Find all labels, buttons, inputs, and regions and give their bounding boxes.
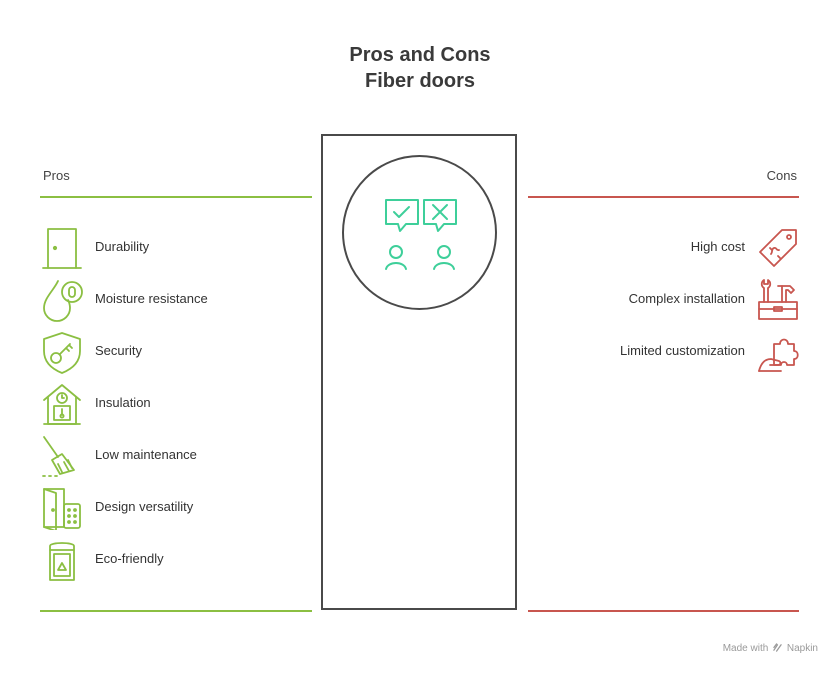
broom-icon (42, 436, 75, 477)
cons-heading: Cons (766, 168, 797, 183)
pros-heading: Pros (43, 168, 70, 183)
napkin-logo-icon (773, 643, 782, 652)
con-item-complex-installation: Complex installation (530, 278, 800, 322)
door-panels-icon (43, 488, 81, 530)
pro-item-security: Security (40, 330, 310, 374)
pros-bottom-divider (40, 610, 312, 612)
pros-top-divider (40, 196, 312, 198)
cons-bottom-divider (528, 610, 799, 612)
approve-reject-people-icon (385, 199, 457, 270)
pro-label: Low maintenance (95, 447, 197, 462)
price-tag-icon (759, 229, 797, 267)
recycle-bin-icon (49, 542, 75, 581)
napkin-watermark: Made with Napkin (723, 643, 818, 654)
con-label: Complex installation (628, 291, 745, 306)
pro-item-durability: Durability (40, 226, 310, 270)
diagram-subtitle: Fiber doors (364, 70, 475, 92)
water-drop-icon (43, 280, 83, 322)
pro-item-design-versatility: Design versatility (40, 486, 310, 530)
pro-label: Durability (95, 239, 150, 254)
con-label: High cost (690, 239, 745, 254)
center-circle (342, 155, 497, 310)
pro-label: Design versatility (95, 499, 194, 514)
napkin-brand-text: Napkin (786, 643, 818, 654)
pro-label: Moisture resistance (95, 291, 208, 306)
toolbox-icon (758, 279, 798, 320)
pro-label: Insulation (95, 395, 151, 410)
door-icon (42, 228, 82, 269)
pro-item-moisture-resistance: Moisture resistance (40, 278, 310, 322)
made-with-text: Made with (722, 643, 769, 654)
con-item-high-cost: High cost (530, 226, 800, 270)
pro-item-insulation: Insulation (40, 382, 310, 426)
shield-key-icon (43, 332, 81, 374)
house-thermometer-icon (43, 384, 81, 425)
pro-label: Security (95, 343, 142, 358)
pro-item-eco-friendly: Eco-friendly (40, 538, 310, 582)
con-label: Limited customization (620, 343, 745, 358)
pro-item-low-maintenance: Low maintenance (40, 434, 310, 478)
con-item-limited-customization: Limited customization (530, 330, 800, 374)
diagram-title: Pros and Cons (349, 44, 491, 66)
cons-top-divider (528, 196, 799, 198)
pro-label: Eco-friendly (95, 551, 164, 566)
puzzle-hand-icon (758, 338, 799, 372)
